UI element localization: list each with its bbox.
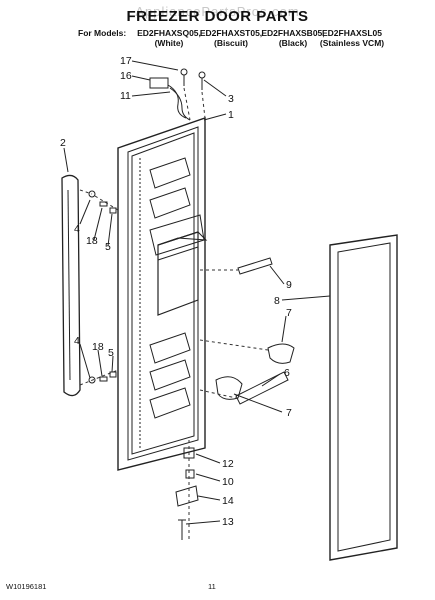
model-color: (Biscuit) xyxy=(214,38,248,48)
model-number: ED2FHAXSQ05, xyxy=(137,28,201,38)
callout-label: 17 xyxy=(120,55,132,67)
callout-label: 13 xyxy=(222,516,234,528)
watermark: AppliancePartsPros.com xyxy=(135,4,300,19)
callout-label: 6 xyxy=(284,367,290,379)
page-number: 11 xyxy=(208,582,216,591)
callout-label: 18 xyxy=(92,341,104,353)
page-title: FREEZER DOOR PARTS xyxy=(126,8,309,25)
callout-label: 14 xyxy=(222,495,234,507)
callout-label: 5 xyxy=(108,347,114,359)
shelf-parts xyxy=(215,343,295,405)
model-color: (Stainless VCM) xyxy=(319,38,385,48)
document-number: W10196181 xyxy=(6,582,47,591)
guide-lines xyxy=(79,87,269,540)
models-label: For Models: xyxy=(78,28,127,38)
callout-label: 18 xyxy=(86,235,98,247)
callout-label: 16 xyxy=(120,70,132,82)
handle-hardware-bottom xyxy=(88,371,117,384)
model-color: (Black) xyxy=(278,38,308,48)
callout-label: 5 xyxy=(105,241,111,253)
door-handle xyxy=(61,174,81,397)
callout-label: 3 xyxy=(228,93,234,105)
door-gasket xyxy=(329,234,398,561)
hinge-assembly xyxy=(175,447,199,540)
handle-hardware-top xyxy=(88,190,117,214)
callout-label: 4 xyxy=(74,335,80,347)
model-number: ED2FHAXST05, xyxy=(199,28,263,38)
leader-lines xyxy=(63,60,331,525)
wire-harness xyxy=(149,68,206,121)
freezer-door-panel xyxy=(117,117,208,471)
model-number: ED2FHAXSB05, xyxy=(261,28,325,38)
callout-label: 7 xyxy=(286,407,292,419)
callout-label: 7 xyxy=(286,307,292,319)
callout-label: 10 xyxy=(222,476,234,488)
callout-label: 1 xyxy=(228,109,234,121)
callout-label: 2 xyxy=(60,137,66,149)
callout-labels: 17 16 11 3 1 2 4 18 5 9 8 7 4 18 5 6 7 1… xyxy=(60,55,292,528)
callout-label: 12 xyxy=(222,458,234,470)
callout-label: 11 xyxy=(120,90,131,102)
callout-label: 9 xyxy=(286,279,292,291)
trim-strip xyxy=(237,257,273,275)
callout-label: 4 xyxy=(74,223,80,235)
model-color: (White) xyxy=(154,38,184,48)
model-number: ED2FHAXSL05 xyxy=(322,28,382,38)
callout-label: 8 xyxy=(274,295,280,307)
